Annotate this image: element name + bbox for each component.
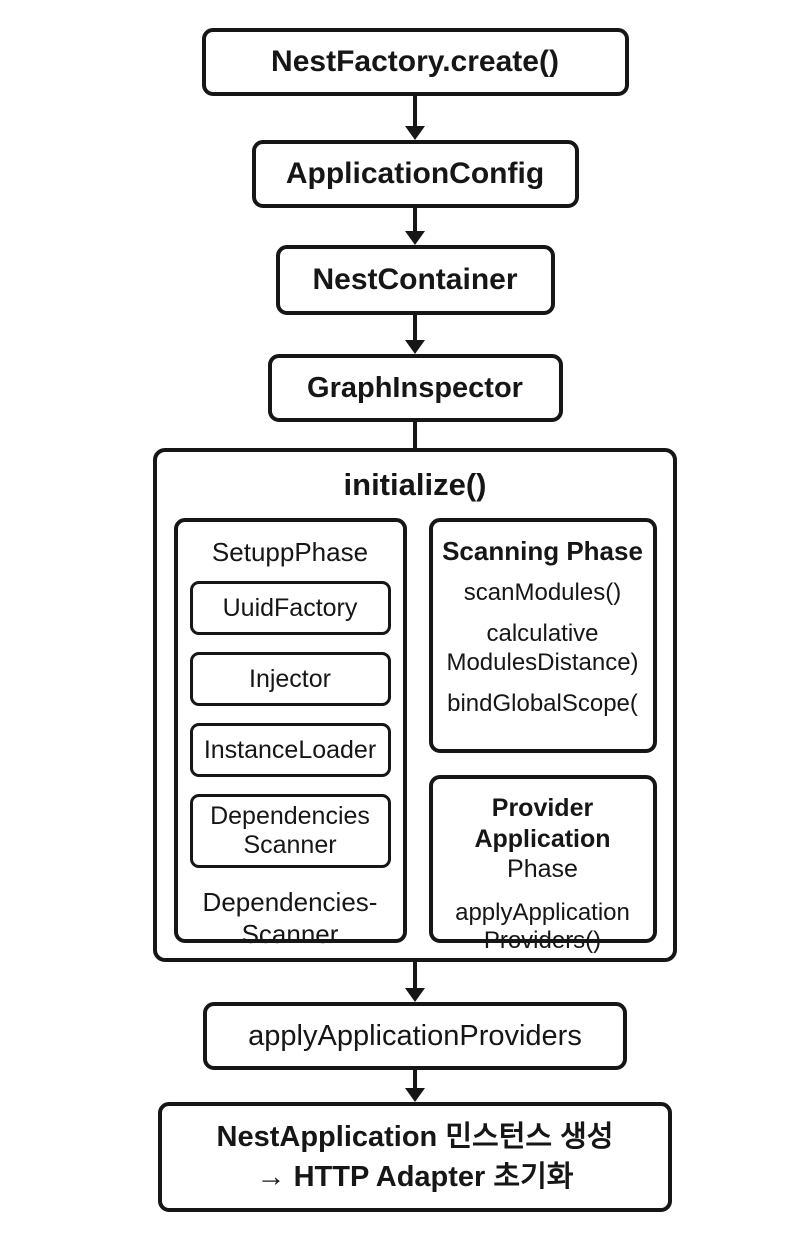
arrow-line	[413, 208, 417, 231]
arrow-head-icon	[405, 1088, 425, 1102]
arrow-head-icon	[405, 231, 425, 245]
arrow-line	[413, 962, 417, 988]
arrow-head-icon	[405, 340, 425, 354]
arrow-head-icon	[405, 988, 425, 1002]
initialize-container: initialize() SetuppPhase UuidFactory Inj…	[153, 448, 677, 962]
bind-global-scope-label: bindGlobalScope(	[447, 689, 638, 717]
calculate-modules-distance-label: calculative ModulesDistance)	[446, 620, 639, 676]
scanning-phase-title: Scanning Phase	[442, 536, 643, 566]
setup-phase-title: SetuppPhase	[211, 537, 369, 567]
provider-title-line2-bold: Application	[474, 824, 611, 853]
connector-line	[413, 422, 417, 448]
node-nest-container: NestContainer	[275, 245, 555, 315]
node-nest-factory-create: NestFactory.create()	[201, 28, 629, 96]
scanning-phase-box: Scanning Phase scanModules() calculative…	[428, 518, 657, 753]
chip-injector: Injector	[189, 652, 391, 706]
arrow-down-1	[405, 96, 425, 140]
initialize-title: initialize()	[343, 467, 487, 502]
provider-phase-title: Provider Application Phase	[441, 793, 645, 885]
provider-phase-box: Provider Application Phase applyApplicat…	[428, 775, 657, 954]
provider-title-line2: Application Phase	[441, 824, 645, 885]
nest-application-line1: NestApplication 민스턴스 생성	[216, 1120, 614, 1153]
apply-application-providers-label: applyApplication Providers()	[455, 898, 630, 955]
initialize-columns: SetuppPhase UuidFactory Injector Instanc…	[172, 518, 658, 954]
arrow-down-5	[405, 962, 425, 1002]
arrow-down-2	[405, 208, 425, 245]
dependencies-scanner-label: Dependencies- Scanner	[202, 886, 378, 950]
provider-title-line2-rest: Phase	[507, 855, 578, 883]
arrow-line	[413, 96, 417, 126]
scan-modules-label: scanModules()	[463, 579, 622, 606]
node-nest-application-result: NestApplication 민스턴스 생성 → HTTP Adapter 초…	[158, 1102, 672, 1212]
right-column: Scanning Phase scanModules() calculative…	[428, 518, 657, 954]
chip-dependencies-scanner: Dependencies Scanner	[189, 794, 391, 868]
node-application-config: ApplicationConfig	[251, 140, 579, 208]
arrow-down-6	[405, 1070, 425, 1102]
arrow-down-3	[405, 315, 425, 354]
connector-line-4	[413, 422, 417, 448]
arrow-line	[413, 1070, 417, 1088]
nest-application-line2: → HTTP Adapter 초기화	[256, 1161, 574, 1193]
node-apply-application-providers: applyApplicationProviders	[203, 1002, 627, 1070]
setup-phase-box: SetuppPhase UuidFactory Injector Instanc…	[173, 518, 407, 949]
provider-title-line1: Provider	[491, 794, 594, 822]
node-graph-inspector: GraphInspector	[267, 354, 563, 422]
chip-uuid-factory: UuidFactory	[189, 581, 391, 635]
chip-instance-loader: InstanceLoader	[189, 723, 391, 777]
arrow-head-icon	[405, 126, 425, 140]
nest-bootstrap-flowchart: NestFactory.create() ApplicationConfig N…	[153, 0, 677, 1212]
arrow-line	[413, 315, 417, 340]
